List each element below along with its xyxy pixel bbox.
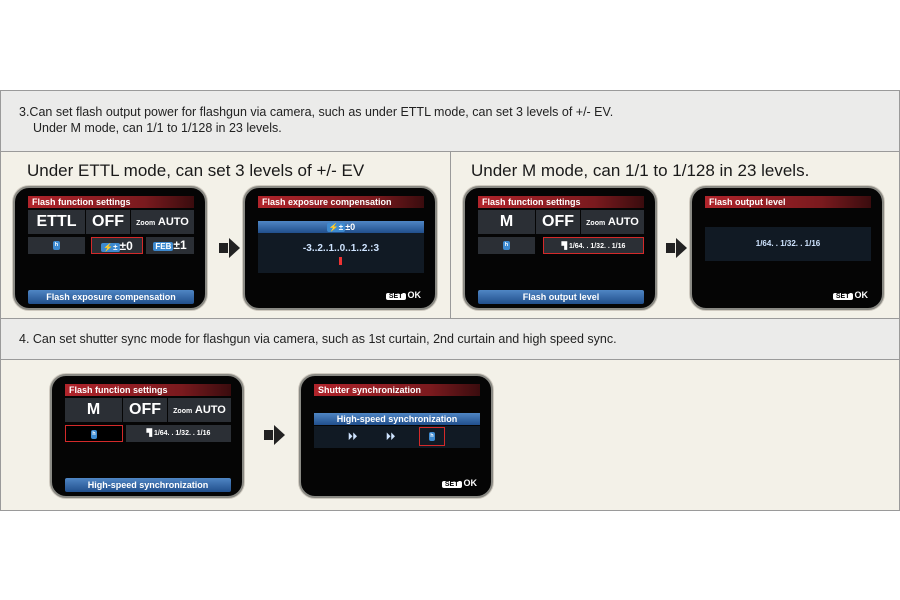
wireless-cell[interactable]: OFF	[123, 398, 167, 422]
screen-title: Flash function settings	[28, 196, 194, 208]
fec-value-bar: ⚡±±0	[258, 221, 424, 233]
arrow-right-icon	[666, 238, 687, 258]
ettl-menu-screen: Flash function settings ETTL OFF Zoom AU…	[13, 186, 207, 310]
bottom-label: Flash exposure compensation	[28, 290, 194, 304]
wireless-cell[interactable]: OFF	[86, 210, 130, 234]
hss-icon: ʰ	[53, 241, 60, 250]
output-level-scale[interactable]: 1/64. . 1/32. . 1/16	[705, 227, 871, 261]
set-badge: SET	[385, 293, 406, 300]
arrow-right-icon	[219, 238, 240, 258]
zoom-label: Zoom	[586, 220, 606, 227]
section-3-header: 3.Can set flash output power for flashgu…	[0, 90, 900, 152]
fec-scale[interactable]: -3..2..1..0..1..2.:3	[258, 233, 424, 273]
sync-menu-screen: Flash function settings M OFF Zoom AUTO …	[50, 374, 244, 498]
first-curtain-icon[interactable]: ⏵⏵	[348, 431, 358, 441]
fec-value: ±0	[119, 239, 133, 253]
screen-title: Flash output level	[705, 196, 871, 208]
level-value: 1/64. . 1/32. . 1/16	[568, 243, 626, 250]
screen-title: Flash function settings	[65, 384, 231, 396]
zoom-label: Zoom	[136, 220, 156, 227]
section-4-text: 4. Can set shutter sync mode for flashgu…	[19, 332, 617, 346]
arrow-right-icon	[264, 425, 285, 445]
output-level-cell[interactable]: ▜ 1/64. . 1/32. . 1/16	[126, 425, 231, 442]
zoom-value: AUTO	[194, 404, 226, 416]
ettl-title: Under ETTL mode, can set 3 levels of +/-…	[27, 161, 365, 180]
divider	[450, 152, 451, 318]
m-title: Under M mode, can 1/1 to 1/128 in 23 lev…	[471, 161, 810, 180]
sync-options: ⏵⏵ ⏵⏵ ʰ	[314, 426, 480, 448]
zoom-cell[interactable]: Zoom AUTO	[581, 210, 644, 234]
bottom-label: High-speed synchronization	[65, 478, 231, 492]
sync-select-screen: Shutter synchronization High-speed synch…	[299, 374, 493, 498]
set-badge: SET	[441, 481, 462, 488]
zoom-cell[interactable]: Zoom AUTO	[131, 210, 194, 234]
ok-label: OK	[854, 290, 869, 300]
fec-icon: ⚡±	[101, 243, 120, 252]
level-value: 1/64. . 1/32. . 1/16	[153, 430, 211, 437]
feb-icon: FEB	[153, 242, 174, 251]
m-menu-screen: Flash function settings M OFF Zoom AUTO …	[463, 186, 657, 310]
bottom-label: Flash output level	[478, 290, 644, 304]
feb-cell[interactable]: FEB±1	[146, 237, 194, 254]
hss-icon: ʰ	[90, 430, 98, 439]
mode-cell[interactable]: M	[478, 210, 535, 234]
flash-head-icon: ▜	[561, 243, 569, 250]
ok-label: OK	[407, 290, 422, 300]
section-4-header: 4. Can set shutter sync mode for flashgu…	[0, 318, 900, 360]
screen-title: Flash function settings	[478, 196, 644, 208]
high-speed-sync-option[interactable]: ʰ	[419, 427, 445, 446]
zoom-value: AUTO	[157, 216, 189, 228]
screen-title: Shutter synchronization	[314, 384, 480, 396]
ettl-fec-screen: Flash exposure compensation ⚡±±0 -3..2..…	[243, 186, 437, 310]
selected-sync-label: High-speed synchronization	[314, 413, 480, 425]
fec-value: ±0	[345, 222, 356, 232]
ok-label: OK	[463, 478, 478, 488]
mode-cell[interactable]: M	[65, 398, 122, 422]
sync-cell[interactable]: ʰ	[28, 237, 85, 254]
screen-title: Flash exposure compensation	[258, 196, 424, 208]
section-3-text-line2: Under M mode, can 1/1 to 1/128 in 23 lev…	[33, 121, 282, 135]
zoom-cell[interactable]: Zoom AUTO	[168, 398, 231, 422]
set-badge: SET	[832, 293, 853, 300]
sync-cell[interactable]: ʰ	[65, 425, 123, 442]
fec-cell[interactable]: ⚡±±0	[91, 237, 143, 254]
wireless-cell[interactable]: OFF	[536, 210, 580, 234]
sync-cell[interactable]: ʰ	[478, 237, 535, 254]
section-3-text-line1: 3.Can set flash output power for flashgu…	[19, 105, 614, 119]
fec-icon: ⚡±	[326, 223, 346, 232]
second-curtain-icon[interactable]: ⏵⏵	[386, 431, 396, 441]
hss-icon: ʰ	[428, 432, 436, 441]
output-level-cell[interactable]: ▜ 1/64. . 1/32. . 1/16	[543, 237, 644, 254]
flash-head-icon: ▜	[146, 430, 154, 437]
hss-icon: ʰ	[503, 241, 510, 250]
feb-value: ±1	[173, 238, 187, 252]
scale-marker	[339, 257, 342, 265]
zoom-value: AUTO	[607, 216, 639, 228]
zoom-label: Zoom	[173, 408, 193, 415]
mode-cell[interactable]: ETTL	[28, 210, 85, 234]
m-level-screen: Flash output level 1/64. . 1/32. . 1/16 …	[690, 186, 884, 310]
